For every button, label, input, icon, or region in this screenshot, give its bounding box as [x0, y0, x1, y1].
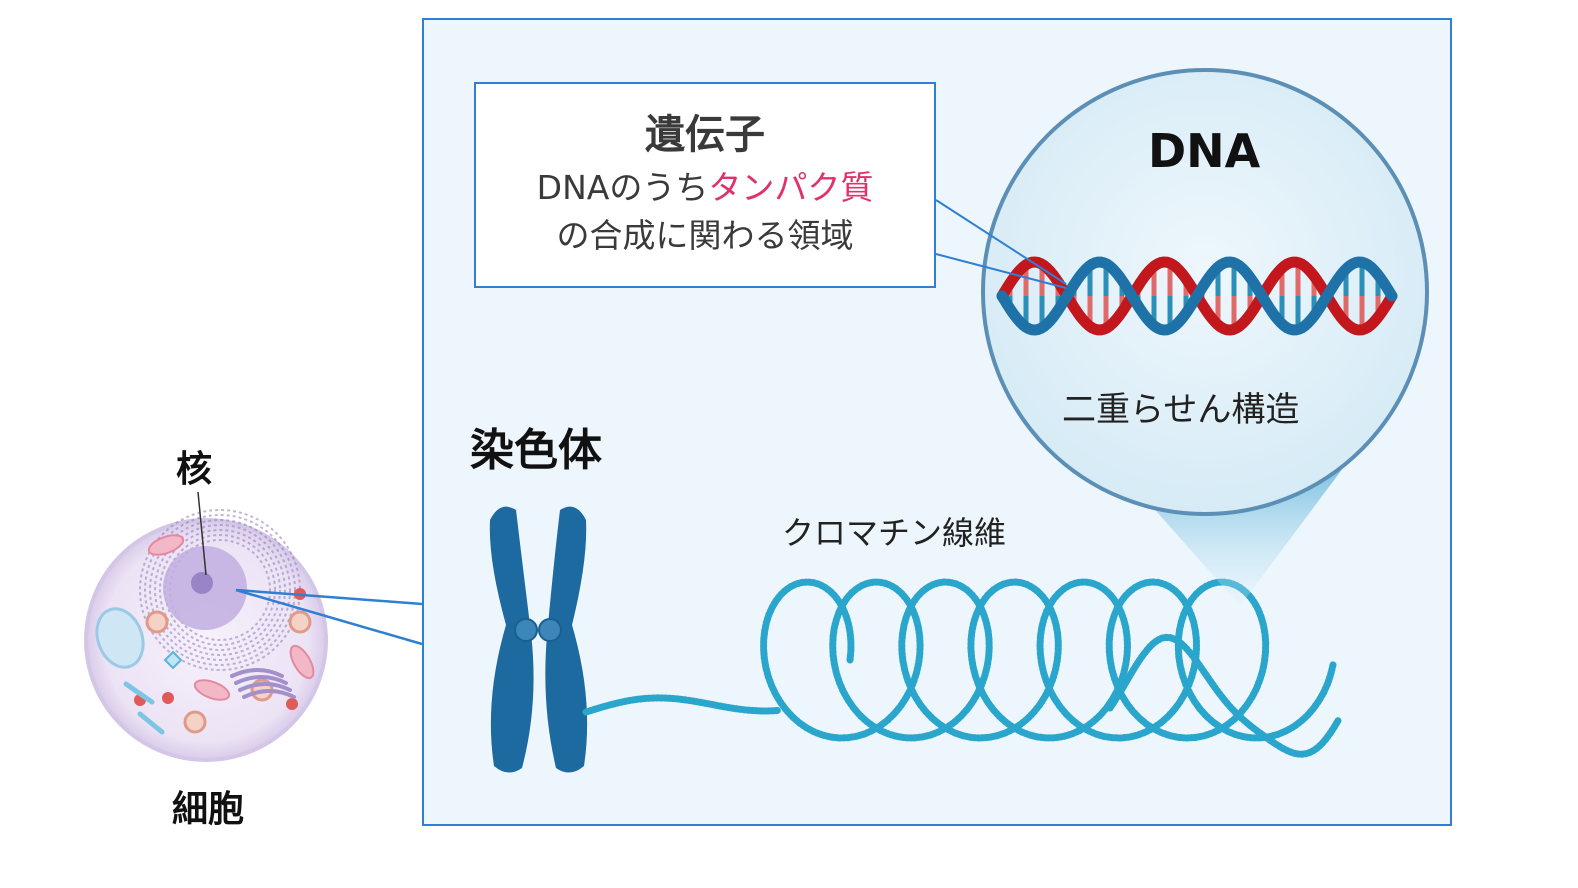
- golgi-apparatus: [234, 675, 288, 685]
- endoplasmic-reticulum-ring: [144, 514, 296, 666]
- endoplasmic-reticulum-ring: [164, 534, 276, 646]
- nucleus-label: 核: [176, 449, 213, 490]
- zoom-connector: [235, 588, 423, 646]
- chromatin-fiber: [582, 578, 1342, 758]
- vesicle: [162, 692, 174, 704]
- gene-desc-line2: の合成に関わる領域: [556, 216, 854, 255]
- cytoskeleton: [123, 681, 155, 705]
- double-helix: [996, 256, 1398, 336]
- centromere-left: [514, 618, 538, 642]
- mitochondrion: [147, 534, 185, 556]
- mitochondrion: [289, 644, 315, 680]
- dna-label: DNA: [1148, 124, 1261, 178]
- chromatid-right: [545, 506, 588, 773]
- lysosome: [288, 610, 312, 634]
- endoplasmic-reticulum-ring: [159, 529, 281, 651]
- gene-description: DNAのうちタンパク質 の合成に関わる領域: [476, 164, 934, 260]
- gene-definition-box: 遺伝子 DNAのうちタンパク質 の合成に関わる領域: [474, 82, 936, 288]
- cell-label: 細胞: [172, 789, 245, 830]
- centrosome: [163, 650, 183, 670]
- gene-desc-highlight: タンパク質: [708, 168, 874, 207]
- gene-desc-prefix: DNAのうち: [536, 168, 709, 207]
- mitochondrion: [193, 679, 231, 701]
- double-helix-label: 二重らせん構造: [1062, 390, 1300, 430]
- chromosome-label: 染色体: [470, 425, 602, 476]
- lysosome: [145, 610, 169, 634]
- endoplasmic-reticulum-ring: [149, 519, 291, 661]
- chromatin-coil: [760, 578, 1337, 742]
- golgi-apparatus: [242, 689, 296, 699]
- dna-strand-blue: [996, 256, 1398, 336]
- callout-line-bottom: [935, 253, 1067, 289]
- zoom-line-top: [235, 588, 423, 606]
- vacuole: [95, 607, 145, 669]
- lysosome: [183, 710, 207, 734]
- nucleus-pointer-line: [197, 491, 207, 576]
- callout-line-top: [935, 199, 1067, 285]
- chromatin-tail-right: [1106, 633, 1342, 758]
- chromatin-label: クロマチン線維: [782, 514, 1007, 552]
- cytoskeleton: [137, 711, 165, 735]
- gene-callout: [935, 199, 1067, 289]
- zoom-line-bottom: [235, 588, 423, 646]
- chromosome-illustration: [489, 506, 588, 773]
- golgi-apparatus: [230, 668, 284, 678]
- endoplasmic-reticulum-ring: [154, 524, 286, 656]
- cell-illustration: [84, 491, 328, 762]
- vesicle: [286, 698, 298, 710]
- nucleolus: [191, 572, 213, 594]
- centromere-right: [538, 618, 562, 642]
- golgi-apparatus: [238, 682, 292, 692]
- chromatin-tail-left: [582, 694, 782, 716]
- chromatid-left: [489, 506, 534, 773]
- gene-title: 遺伝子: [645, 112, 765, 158]
